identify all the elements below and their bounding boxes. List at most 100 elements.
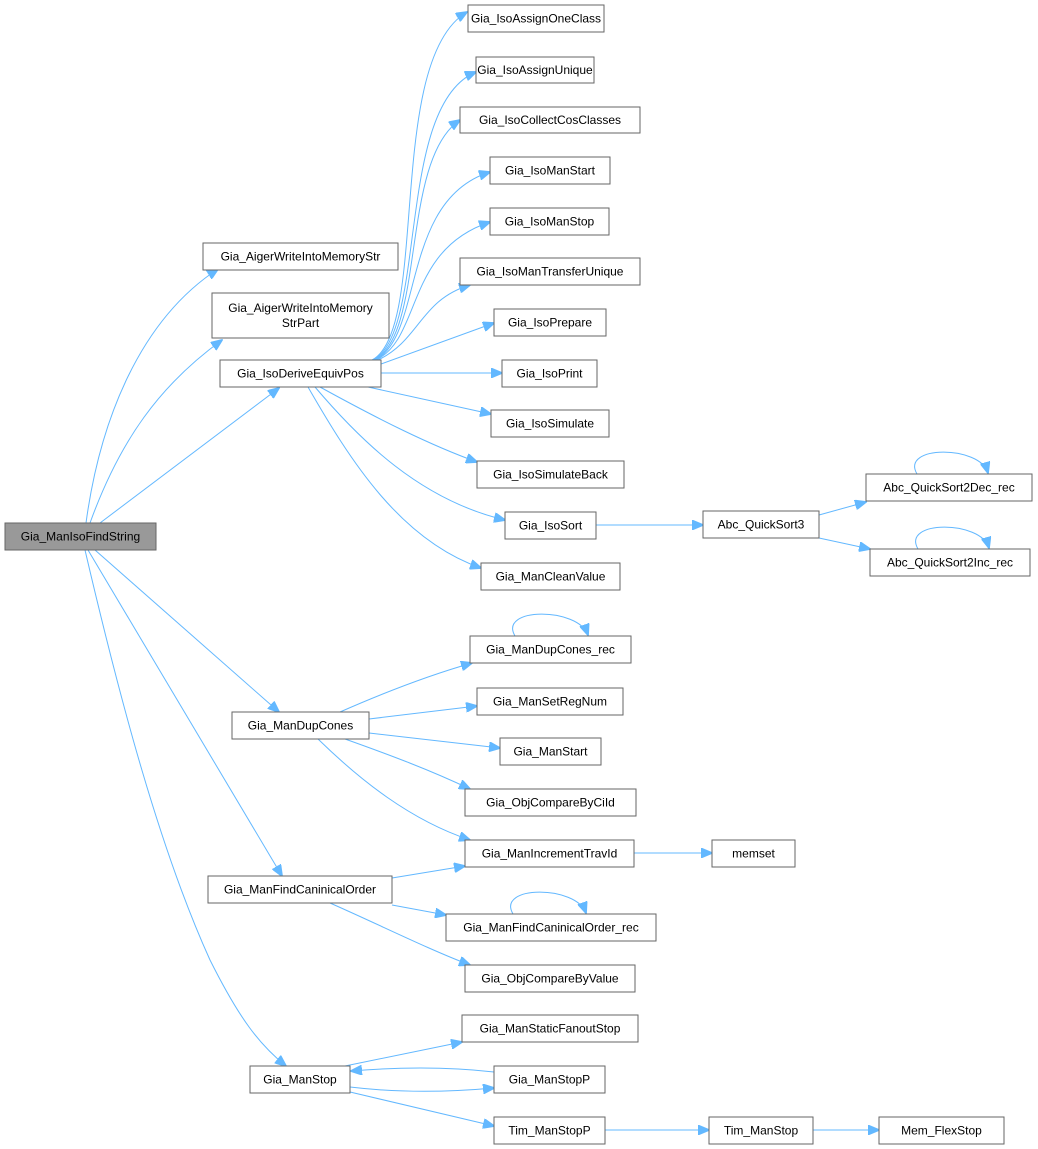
- edge-root-to-aigstr: [85, 269, 218, 524]
- node-box: [878, 1116, 1005, 1145]
- edge-dupcones-to-incrtrav: [317, 738, 470, 840]
- node-label: Abc_QuickSort3: [718, 518, 805, 532]
- node-derive[interactable]: Gia_IsoDeriveEquivPos: [219, 359, 382, 388]
- node-isosort[interactable]: Gia_IsoSort: [504, 511, 597, 540]
- edge-qs3-to-qsinc: [818, 537, 870, 549]
- node-qsinc[interactable]: Abc_QuickSort2Inc_rec: [869, 548, 1031, 577]
- node-box: [464, 788, 637, 817]
- edge-derive-to-prepare: [380, 323, 494, 365]
- node-manstop[interactable]: Gia_ManStop: [249, 1065, 351, 1094]
- node-print[interactable]: Gia_IsoPrint: [501, 359, 598, 388]
- node-transfer[interactable]: Gia_IsoManTransferUnique: [459, 257, 641, 286]
- edges: [84, 12, 989, 1130]
- edge-manstop-to-manstopp: [349, 1087, 494, 1091]
- node-label: Gia_IsoAssignUnique: [477, 63, 593, 77]
- node-collect[interactable]: Gia_IsoCollectCosClasses: [459, 106, 641, 134]
- edge-derive-to-isomanstart: [374, 172, 490, 361]
- edge-derive-to-assignone: [371, 12, 467, 361]
- node-prepare[interactable]: Gia_IsoPrepare: [493, 308, 607, 337]
- node-staticfanout[interactable]: Gia_ManStaticFanoutStop: [461, 1014, 639, 1043]
- node-aigstr[interactable]: Gia_AigerWriteIntoMemoryStr: [202, 242, 399, 271]
- nodes: Gia_ManIsoFindString Gia_AigerWriteIntoMe…: [4, 4, 1033, 1145]
- node-label: Gia_ManStop: [263, 1073, 337, 1087]
- edge-derive-to-isosort: [314, 386, 505, 520]
- node-box: [865, 473, 1033, 502]
- edge-derive-to-isomanstop: [375, 222, 490, 361]
- node-memflex[interactable]: Mem_FlexStop: [878, 1116, 1005, 1145]
- node-box: [711, 839, 796, 868]
- edge-qsinc-to-qsinc: [915, 526, 989, 549]
- edge-manstop-to-timstopp: [349, 1091, 494, 1126]
- node-label: Gia_ObjCompareByCiId: [486, 796, 615, 810]
- node-label: Gia_ManSetRegNum: [493, 695, 607, 709]
- edge-derive-to-simulate: [367, 386, 491, 414]
- node-root[interactable]: Gia_ManIsoFindString: [4, 522, 157, 551]
- node-label: Tim_ManStopP: [508, 1124, 590, 1138]
- node-box: [219, 359, 382, 388]
- node-box: [464, 964, 636, 993]
- node-box: [476, 460, 625, 489]
- node-label: Gia_ManDupCones: [248, 719, 353, 733]
- node-manstart[interactable]: Gia_ManStart: [499, 737, 602, 766]
- edge-root-to-manstop: [84, 549, 286, 1066]
- node-qs3[interactable]: Abc_QuickSort3: [702, 510, 820, 539]
- node-box: [4, 522, 157, 551]
- node-label: Gia_IsoManStart: [505, 164, 596, 178]
- edge-derive-to-assignuniq: [372, 72, 476, 361]
- node-label: Gia_ManCleanValue: [496, 570, 606, 584]
- node-label: Gia_IsoSimulate: [506, 417, 594, 431]
- node-box: [461, 1014, 639, 1043]
- node-box: [469, 635, 632, 664]
- node-assignuniq[interactable]: Gia_IsoAssignUnique: [475, 56, 595, 84]
- node-cleanvalue[interactable]: Gia_ManCleanValue: [480, 562, 621, 591]
- edge-derive-to-simback: [319, 386, 477, 462]
- node-box: [480, 562, 621, 591]
- edge-dupcones-to-setregnum: [368, 706, 477, 720]
- node-qsdec[interactable]: Abc_QuickSort2Dec_rec: [865, 473, 1033, 502]
- node-label: Gia_ManDupCones_rec: [486, 643, 615, 657]
- node-box: [499, 737, 602, 766]
- node-isomanstart[interactable]: Gia_IsoManStart: [489, 156, 611, 185]
- edge-dupconesrec-to-dupconesrec: [512, 613, 588, 636]
- node-label: Gia_ManIsoFindString: [21, 530, 140, 544]
- node-dupconesrec[interactable]: Gia_ManDupCones_rec: [469, 635, 632, 664]
- node-assignone[interactable]: Gia_IsoAssignOneClass: [467, 4, 605, 33]
- node-simback[interactable]: Gia_IsoSimulateBack: [476, 460, 625, 489]
- node-incrtrav[interactable]: Gia_ManIncrementTravId: [464, 839, 635, 868]
- edge-dupcones-to-cmpciid: [344, 738, 470, 789]
- node-box: [475, 56, 595, 84]
- node-label: Abc_QuickSort2Dec_rec: [883, 481, 1014, 495]
- edge-derive-to-transfer: [377, 285, 470, 361]
- node-timstopp[interactable]: Tim_ManStopP: [493, 1116, 606, 1145]
- edge-dupcones-to-manstart: [368, 732, 500, 748]
- node-setregnum[interactable]: Gia_ManSetRegNum: [476, 687, 624, 716]
- node-simulate[interactable]: Gia_IsoSimulate: [490, 409, 610, 438]
- node-isomanstop[interactable]: Gia_IsoManStop: [489, 207, 610, 236]
- edge-manstopp-to-manstop: [351, 1068, 495, 1072]
- edge-root-to-dupcones: [94, 549, 279, 712]
- node-box: [702, 510, 820, 539]
- node-findcanrec[interactable]: Gia_ManFindCaninicalOrder_rec: [445, 913, 657, 942]
- node-box: [489, 156, 611, 185]
- edge-qsdec-to-qsdec: [914, 451, 988, 474]
- node-memset[interactable]: memset: [711, 839, 796, 868]
- edge-derive-to-collect: [373, 120, 460, 361]
- edge-findcan-to-cmpvalue: [329, 902, 470, 965]
- edge-root-to-derive: [99, 388, 279, 524]
- node-label: Gia_AigerWriteIntoMemory: [228, 301, 373, 315]
- node-box: [211, 292, 390, 339]
- edge-manstop-to-staticfanout: [344, 1042, 462, 1067]
- node-manstopp[interactable]: Gia_ManStopP: [493, 1065, 606, 1094]
- node-dupcones[interactable]: Gia_ManDupCones: [231, 711, 370, 740]
- edge-root-to-aigstrpart: [89, 340, 222, 524]
- node-label: Gia_ObjCompareByValue: [481, 972, 619, 986]
- node-label: Mem_FlexStop: [901, 1124, 982, 1138]
- node-timstop[interactable]: Tim_ManStop: [708, 1116, 814, 1145]
- node-cmpvalue[interactable]: Gia_ObjCompareByValue: [464, 964, 636, 993]
- node-label: Gia_ManStart: [513, 745, 588, 759]
- node-findcan[interactable]: Gia_ManFindCaninicalOrder: [207, 875, 393, 904]
- node-box: [202, 242, 399, 271]
- node-cmpciid[interactable]: Gia_ObjCompareByCiId: [464, 788, 637, 817]
